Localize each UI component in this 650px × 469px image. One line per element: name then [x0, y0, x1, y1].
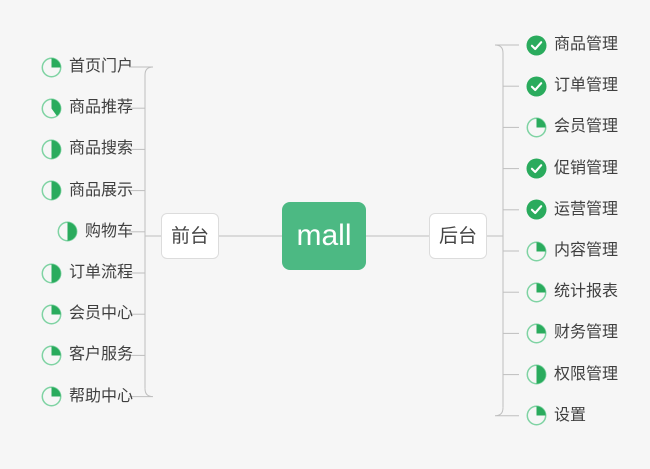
check-circle-icon — [526, 158, 547, 179]
leaf-node[interactable]: 会员中心 — [0, 300, 133, 328]
leaf-node[interactable]: 首页门户 — [0, 53, 133, 81]
leaf-node-label: 会员管理 — [554, 118, 619, 136]
leaf-node[interactable]: 促销管理 — [526, 155, 650, 183]
pie-progress-icon — [526, 117, 547, 138]
leaf-node-label: 内容管理 — [554, 242, 619, 259]
leaf-node[interactable]: 订单管理 — [526, 72, 650, 100]
leaf-node-label: 购物车 — [84, 222, 133, 240]
leaf-node[interactable]: 财务管理 — [526, 319, 650, 347]
leaf-node-label: 财务管理 — [554, 324, 619, 342]
leaf-node[interactable]: 统计报表 — [526, 278, 650, 306]
pie-progress-icon — [526, 323, 547, 344]
leaf-node-label: 首页门户 — [68, 58, 133, 75]
leaf-node[interactable]: 购物车 — [0, 218, 133, 246]
connector-path — [129, 388, 154, 398]
check-circle-icon — [526, 199, 547, 220]
leaf-node-label: 订单流程 — [68, 264, 133, 281]
pie-progress-icon — [526, 241, 547, 262]
branch-node-backend[interactable]: 后台 — [429, 213, 487, 259]
pie-progress-icon — [41, 139, 62, 160]
pie-progress-icon — [41, 263, 62, 284]
connector-path — [494, 407, 519, 417]
check-circle-icon — [526, 76, 547, 97]
leaf-node[interactable]: 商品展示 — [0, 177, 133, 205]
root-node-label: mall — [296, 219, 352, 252]
branch-node-label: 后台 — [438, 225, 477, 247]
leaf-node-label: 订单管理 — [554, 77, 619, 95]
pie-progress-icon — [57, 221, 78, 242]
leaf-node-label: 权限管理 — [554, 365, 619, 383]
leaf-node-label: 促销管理 — [554, 159, 619, 177]
pie-progress-icon — [41, 180, 62, 201]
leaf-node-label: 商品搜索 — [68, 140, 133, 158]
leaf-node[interactable]: 会员管理 — [526, 113, 650, 141]
pie-progress-icon — [41, 57, 62, 78]
pie-progress-icon — [41, 304, 62, 325]
leaf-node-label: 商品推荐 — [68, 99, 133, 117]
branch-node-frontend[interactable]: 前台 — [161, 213, 219, 259]
check-circle-icon — [526, 35, 547, 56]
branch-node-label: 前台 — [170, 225, 209, 247]
leaf-node-label: 运营管理 — [554, 200, 619, 218]
pie-progress-icon — [41, 345, 62, 366]
connector-path — [129, 66, 154, 76]
leaf-node-label: 设置 — [554, 406, 587, 424]
leaf-node[interactable]: 客户服务 — [0, 341, 133, 369]
leaf-node-label: 商品管理 — [554, 36, 619, 53]
leaf-node-label: 统计报表 — [554, 283, 619, 301]
leaf-node[interactable]: 内容管理 — [526, 237, 650, 265]
leaf-node[interactable]: 商品推荐 — [0, 94, 133, 122]
leaf-node[interactable]: 商品搜索 — [0, 135, 133, 163]
pie-progress-icon — [526, 405, 547, 426]
leaf-node[interactable]: 订单流程 — [0, 259, 133, 287]
pie-progress-icon — [41, 98, 62, 119]
pie-progress-icon — [526, 364, 547, 385]
leaf-node-label: 客户服务 — [68, 346, 133, 364]
leaf-node[interactable]: 权限管理 — [526, 361, 650, 389]
leaf-node-label: 商品展示 — [68, 181, 133, 199]
connector-path — [494, 44, 519, 54]
leaf-node[interactable]: 运营管理 — [526, 196, 650, 224]
leaf-node[interactable]: 商品管理 — [526, 31, 650, 59]
leaf-node[interactable]: 帮助中心 — [0, 383, 133, 411]
pie-progress-icon — [41, 386, 62, 407]
leaf-node-label: 会员中心 — [68, 305, 133, 323]
leaf-node-label: 帮助中心 — [68, 387, 133, 405]
leaf-node[interactable]: 设置 — [526, 402, 650, 430]
root-node-mall[interactable]: mall — [282, 202, 366, 270]
pie-progress-icon — [526, 282, 547, 303]
